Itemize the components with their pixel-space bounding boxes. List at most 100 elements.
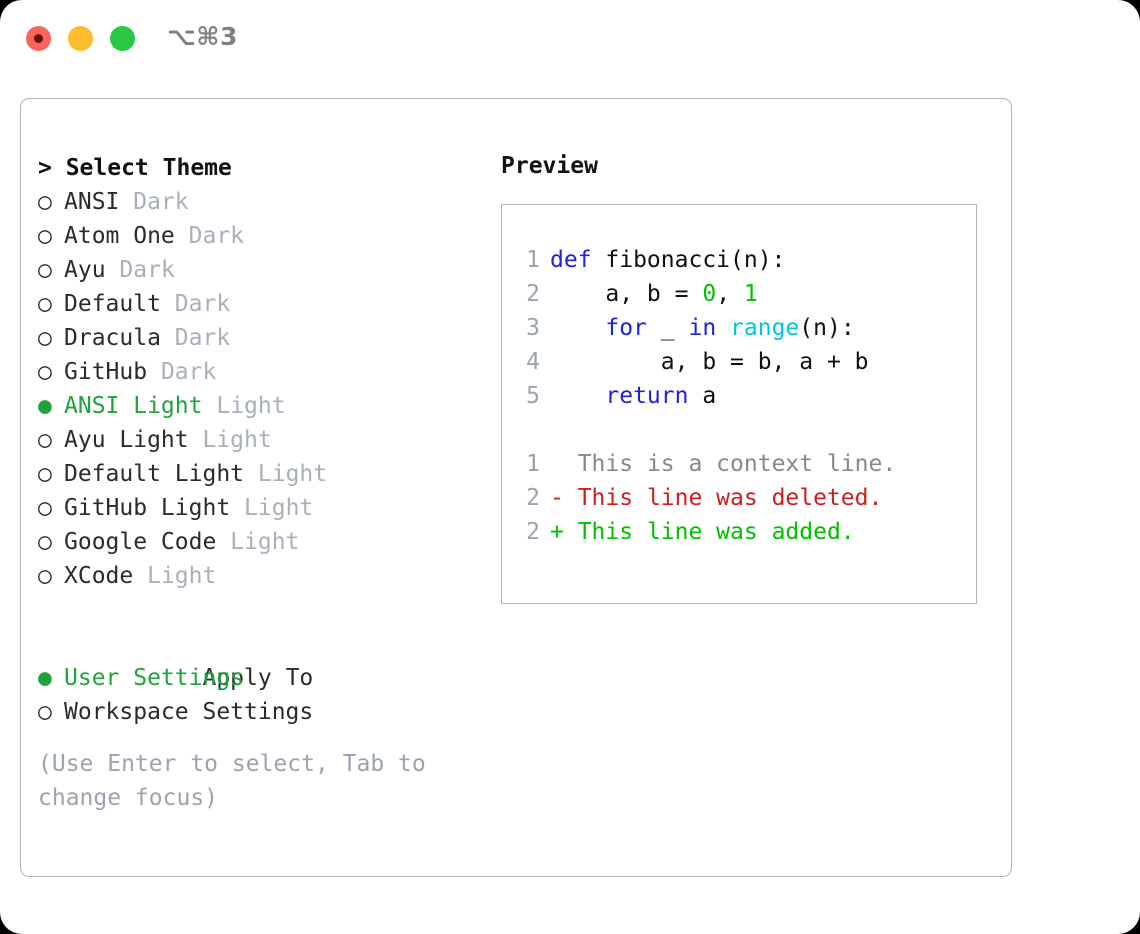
theme-list-item[interactable]: ○ Dracula Dark [38, 321, 498, 355]
apply-to-label-text: Apply To [202, 665, 314, 691]
diff-sample: 1 This is a context line. 2- This line wa… [514, 447, 970, 549]
theme-list-item[interactable]: ○XCode Light [38, 559, 498, 593]
list-spacer [38, 593, 498, 627]
theme-name: Dracula [64, 325, 161, 351]
code-line: 4 a, b = b, a + b [514, 345, 970, 379]
theme-name-gap [175, 223, 189, 249]
diff-line-number: 1 [526, 451, 540, 477]
code-token [550, 383, 605, 409]
diff-line: 2- This line was deleted. [514, 481, 970, 515]
theme-category: Dark [133, 189, 189, 215]
theme-name: Atom One [64, 223, 175, 249]
code-line-number: 2 [526, 281, 540, 307]
theme-name-gap [202, 393, 216, 419]
code-line-number: 5 [526, 383, 540, 409]
theme-name: Google Code [64, 529, 217, 555]
preview-title: Preview [501, 153, 598, 179]
radio-unselected-icon[interactable]: ○ [38, 495, 52, 521]
apply-to-label: Apply To [38, 627, 498, 691]
apply-to-list[interactable]: ●User Settings ○ Workspace Settings [38, 661, 498, 729]
code-token: for [605, 315, 647, 341]
diff-marker: + [550, 519, 578, 545]
theme-category: Dark [119, 257, 175, 283]
theme-list-item[interactable]: ○Google Code Light [38, 525, 498, 559]
theme-selector-column: > Select Theme ○ANSI Dark○Atom One Dark○… [38, 151, 498, 815]
theme-list-item[interactable]: ○ANSI Dark [38, 185, 498, 219]
theme-name: Default Light [64, 461, 245, 487]
code-token: range [730, 315, 800, 341]
code-token: 0 [702, 281, 717, 307]
code-token [550, 315, 605, 341]
theme-list-item[interactable]: ○ Ayu Light Light [38, 423, 498, 457]
theme-category: Dark [174, 325, 231, 351]
close-button[interactable] [26, 26, 51, 51]
keyboard-hint: (Use Enter to select, Tab to change focu… [38, 751, 440, 811]
theme-category: Dark [174, 291, 231, 317]
radio-unselected-icon[interactable]: ○ [38, 563, 52, 589]
minimize-button[interactable] [68, 26, 93, 51]
theme-name-gap [161, 325, 175, 351]
window-controls [26, 26, 135, 51]
diff-line: 2 + This line was added. [514, 515, 970, 549]
code-token: in [688, 315, 717, 341]
theme-list-item[interactable]: ○GitHub Light Light [38, 491, 498, 525]
theme-name: Default [64, 291, 161, 317]
apply-to-option-label: Workspace Settings [64, 699, 314, 725]
theme-category: Light [147, 563, 217, 589]
theme-name: Ayu Light [64, 427, 189, 453]
maximize-button[interactable] [110, 26, 135, 51]
theme-name: ANSI Light [64, 393, 203, 419]
apply-to-option[interactable]: ○ Workspace Settings [38, 695, 498, 729]
radio-unselected-icon[interactable]: ○ [38, 529, 52, 555]
theme-list-item[interactable]: ●ANSI Light Light [38, 389, 498, 423]
code-diff-gap [514, 413, 970, 447]
code-token [716, 315, 730, 341]
radio-unselected-icon[interactable]: ○ [38, 325, 52, 351]
code-line: 2 a, b = 0, 1 [514, 277, 970, 311]
theme-list[interactable]: ○ANSI Dark○Atom One Dark○Ayu Dark○Defaul… [38, 185, 498, 593]
radio-unselected-icon[interactable]: ○ [38, 359, 52, 385]
radio-unselected-icon[interactable]: ○ [38, 461, 52, 487]
radio-unselected-icon[interactable]: ○ [38, 699, 52, 725]
keyboard-shortcut-label: ⌥⌘3 [167, 22, 238, 51]
code-line-number: 1 [526, 247, 540, 273]
diff-line-number: 2 [526, 519, 540, 545]
radio-unselected-icon[interactable]: ○ [38, 189, 52, 215]
theme-category: Light [257, 461, 328, 487]
theme-name-gap [244, 461, 258, 487]
diff-text: This line was added. [577, 519, 855, 545]
theme-list-item[interactable]: ○ Default Light Light [38, 457, 498, 491]
diff-marker [550, 451, 578, 477]
code-token: def [550, 247, 606, 273]
theme-list-item[interactable]: ○Atom One Dark [38, 219, 498, 253]
radio-unselected-icon[interactable]: ○ [38, 291, 52, 317]
code-line: 1 def fibonacci(n): [514, 243, 970, 277]
diff-text: This is a context line. [577, 451, 897, 477]
radio-unselected-icon[interactable]: ○ [38, 223, 52, 249]
radio-selected-icon[interactable]: ● [38, 665, 52, 691]
apply-to-option[interactable]: ●User Settings [38, 661, 498, 695]
code-token: , [716, 281, 744, 307]
radio-unselected-icon[interactable]: ○ [38, 257, 52, 283]
code-token: fibonacci(n): [605, 247, 786, 273]
code-token: a [688, 383, 717, 409]
theme-name: GitHub [64, 359, 148, 385]
radio-unselected-icon[interactable]: ○ [38, 427, 52, 453]
radio-selected-icon[interactable]: ● [38, 393, 52, 419]
theme-category: Light [202, 427, 272, 453]
content-panel: > Select Theme ○ANSI Dark○Atom One Dark○… [20, 98, 1012, 877]
theme-list-item[interactable]: ○Ayu Dark [38, 253, 498, 287]
theme-name-gap [106, 257, 120, 283]
theme-name-gap [147, 359, 161, 385]
code-line-number: 4 [526, 349, 540, 375]
panel-columns: > Select Theme ○ANSI Dark○Atom One Dark○… [21, 99, 1011, 876]
code-token: return [605, 383, 689, 409]
code-line: 5 return a [514, 379, 970, 413]
theme-list-item[interactable]: ○GitHub Dark [38, 355, 498, 389]
theme-list-item[interactable]: ○ Default Dark [38, 287, 498, 321]
